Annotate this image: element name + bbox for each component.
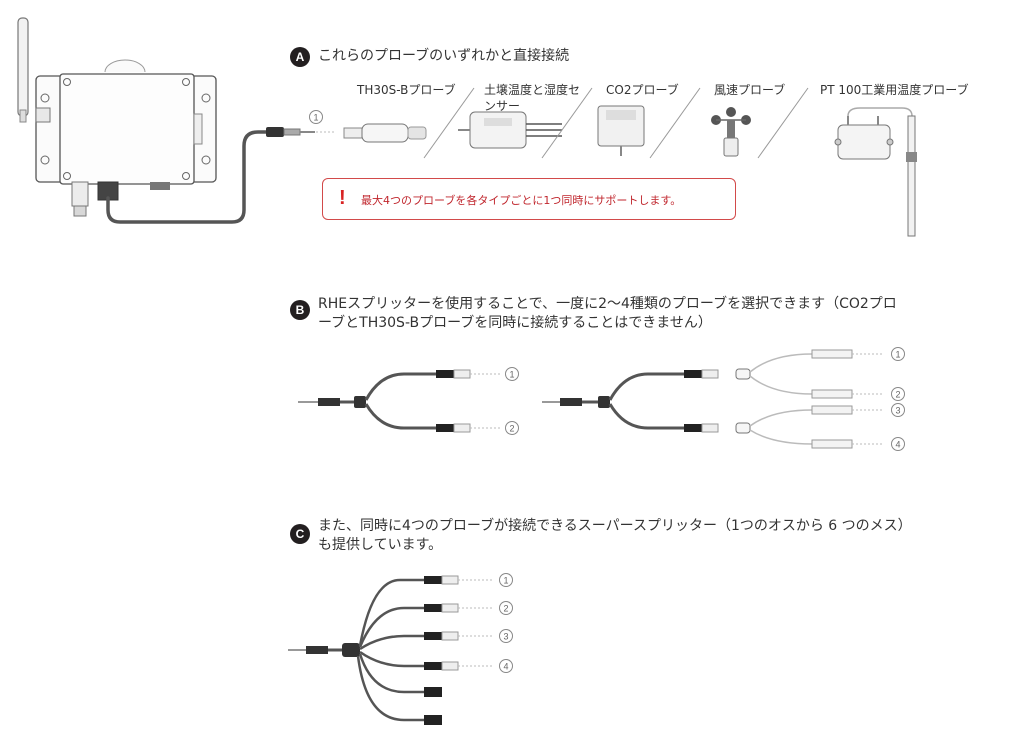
probe-label-wind: 風速プローブ xyxy=(714,83,786,97)
th30s-b-probe xyxy=(343,123,427,143)
super-port-circle-1 xyxy=(499,573,513,587)
badge-c: C xyxy=(290,524,310,544)
split4-port-circle-4 xyxy=(891,437,905,451)
soil-sensor-probe xyxy=(458,111,562,149)
super-port-circle-2 xyxy=(499,601,513,615)
gateway-cable xyxy=(106,130,270,224)
badge-b: B xyxy=(290,300,310,320)
two-way-splitter xyxy=(298,369,500,433)
co2-probe xyxy=(597,105,645,156)
super-port-circle-3 xyxy=(499,629,513,643)
port-number-text: 1 xyxy=(313,113,318,123)
probe-label-co2: CO2プローブ xyxy=(606,83,679,97)
super-port-circle-4 xyxy=(499,659,513,673)
split4-port-text-1: 1 xyxy=(895,350,900,360)
probe-label-th30s: TH30S-Bプローブ xyxy=(357,83,456,97)
wind-speed-probe xyxy=(711,107,751,157)
split4-port-text-3: 3 xyxy=(895,406,900,416)
split4-port-circle-2 xyxy=(891,387,905,401)
split2-port-text-1: 1 xyxy=(509,370,514,380)
four-way-splitter xyxy=(542,349,884,449)
probe-label-pt100: PT 100工業用温度プローブ xyxy=(820,83,969,97)
probe-separators xyxy=(423,87,809,159)
section-c-text-line1: また、同時に4つのプローブが接続できるスーパースプリッター（1つのオスから 6 … xyxy=(318,518,912,534)
badge-a: A xyxy=(290,47,310,67)
split2-port-text-2: 2 xyxy=(509,424,514,434)
split4-port-text-2: 2 xyxy=(895,390,900,400)
section-b-text-line2: ーブとTH30S-Bプローブを同時に接続することはできません） xyxy=(318,315,712,331)
support-note: ! 最大4つのプローブを各タイプごとに1つ同時にサポートします。 xyxy=(322,178,736,220)
section-b-text-line1: RHEスプリッターを使用することで、一度に2～4種類のプローブを選択できます（C… xyxy=(318,296,897,312)
super-port-text-4: 4 xyxy=(503,662,508,672)
split2-port-circle-1 xyxy=(505,367,519,381)
section-b-illustration: 1 2 1 2 3 4 xyxy=(298,347,905,451)
audio-jack-connector xyxy=(266,127,336,137)
super-port-text-3: 3 xyxy=(503,632,508,642)
section-c-text-line2: も提供しています。 xyxy=(318,537,443,553)
section-a-title: これらのプローブのいずれかと直接接続 xyxy=(318,48,570,64)
super-port-text-2: 2 xyxy=(503,604,508,614)
exclamation-icon: ! xyxy=(339,187,346,209)
split2-port-circle-2 xyxy=(505,421,519,435)
gateway-device xyxy=(35,59,217,217)
probe-label-soil: 土壌温度と湿度センサー xyxy=(484,83,581,113)
antenna-icon xyxy=(17,17,29,123)
section-c-illustration: 1 2 3 4 xyxy=(288,573,513,725)
split4-port-circle-3 xyxy=(891,403,905,417)
split4-port-circle-1 xyxy=(891,347,905,361)
support-note-text: 最大4つのプローブを各タイプごとに1つ同時にサポートします。 xyxy=(361,194,682,207)
split4-port-text-4: 4 xyxy=(895,440,900,450)
super-port-text-1: 1 xyxy=(503,576,508,586)
pt100-probe xyxy=(834,107,917,237)
super-splitter xyxy=(288,575,492,725)
section-a-illustration: 1 xyxy=(17,17,917,237)
port-number-circle xyxy=(309,110,323,124)
